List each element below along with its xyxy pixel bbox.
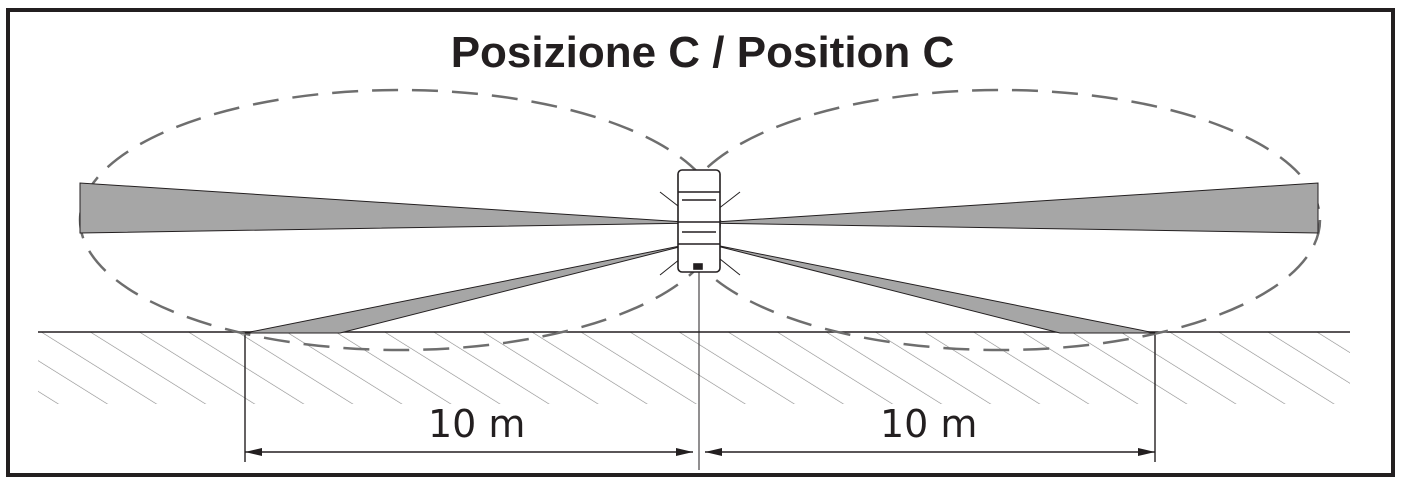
right-upper-beam xyxy=(699,182,1319,234)
left-lower-beam xyxy=(244,242,696,334)
dimension-lines xyxy=(244,335,1156,462)
right-lower-beam xyxy=(704,242,1156,334)
left-distance-label: 10 m xyxy=(428,402,526,446)
diagram-title: Posizione C / Position C xyxy=(450,28,955,77)
right-distance-label: 10 m xyxy=(880,402,978,446)
detector-device xyxy=(677,169,721,273)
ground-hatch xyxy=(38,332,1350,404)
left-upper-beam xyxy=(79,182,701,234)
